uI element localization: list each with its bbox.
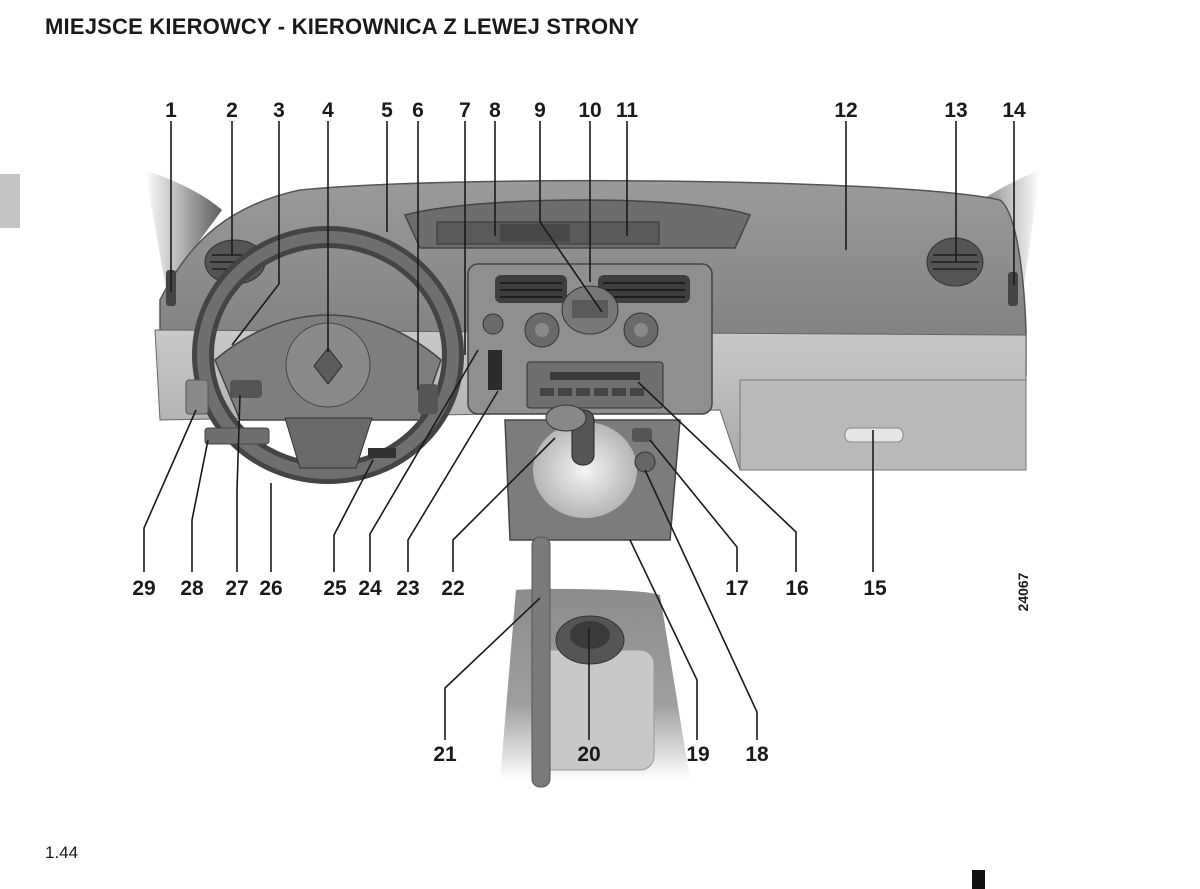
callout-18: 18 <box>745 743 769 766</box>
callout-9: 9 <box>534 99 546 122</box>
section-tab-marker <box>0 174 20 228</box>
callout-3: 3 <box>273 99 285 122</box>
callout-27: 27 <box>225 577 248 600</box>
callout-1: 1 <box>165 99 177 122</box>
callout-5: 5 <box>381 99 393 122</box>
callout-19: 19 <box>686 743 709 766</box>
page-number: 1.44 <box>45 843 79 862</box>
page-corner-marker <box>972 870 985 889</box>
callout-25: 25 <box>323 577 347 600</box>
callout-2: 2 <box>226 99 238 122</box>
callout-16: 16 <box>785 577 808 600</box>
callout-13: 13 <box>944 99 967 122</box>
callout-4: 4 <box>322 99 334 122</box>
callout-17: 17 <box>725 577 748 600</box>
callout-14: 14 <box>1002 99 1026 122</box>
callout-12: 12 <box>834 99 857 122</box>
callout-7: 7 <box>459 99 471 122</box>
callout-6: 6 <box>412 99 424 122</box>
callout-15: 15 <box>863 577 887 600</box>
callout-22: 22 <box>441 577 464 600</box>
callout-21: 21 <box>433 743 457 766</box>
callout-23: 23 <box>396 577 419 600</box>
callout-26: 26 <box>259 577 282 600</box>
callout-28: 28 <box>180 577 204 600</box>
callout-20: 20 <box>577 743 600 766</box>
image-reference-code: 24067 <box>1015 572 1031 611</box>
callout-24: 24 <box>358 577 382 600</box>
callout-8: 8 <box>489 99 501 122</box>
callout-11: 11 <box>616 99 639 122</box>
callout-10: 10 <box>578 99 601 122</box>
callout-29: 29 <box>132 577 155 600</box>
page-title: MIEJSCE KIEROWCY - KIEROWNICA Z LEWEJ ST… <box>45 14 640 39</box>
